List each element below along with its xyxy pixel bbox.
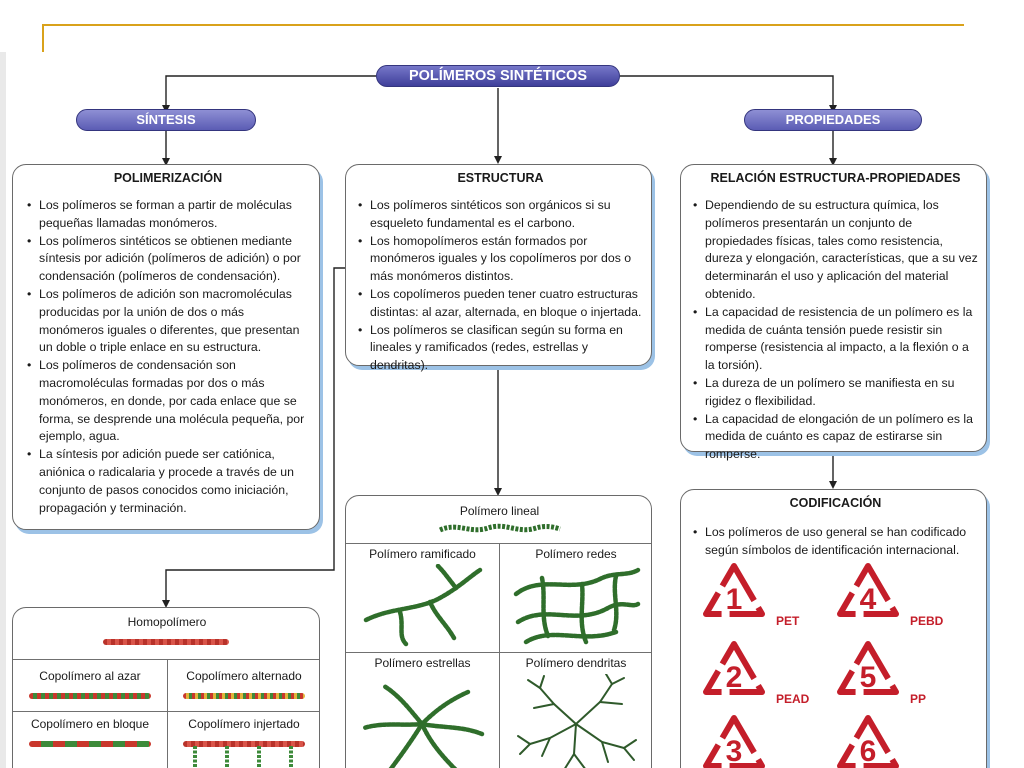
random-copolymer-chain: [29, 693, 151, 699]
list-item: Los polímeros se forman a partir de molé…: [27, 197, 309, 233]
synthesis-pill: SÍNTESIS: [76, 109, 256, 131]
structure-box: ESTRUCTURA Los polímeros sintéticos son …: [345, 164, 652, 372]
branched-polymer-figure: [363, 564, 483, 647]
list-item: Los polímeros sintéticos se obtienen med…: [27, 233, 309, 286]
list-item: La capacidad de resistencia de un políme…: [693, 304, 978, 375]
coding-list: Los polímeros de uso general se han codi…: [693, 524, 978, 560]
recycle-code-2-icon: 2: [703, 641, 765, 695]
homopolymer-label: Homopolímero: [127, 615, 207, 629]
list-item: Los polímeros se clasifican según su for…: [358, 322, 643, 375]
network-polymer-label: Polímero redes: [535, 547, 617, 561]
list-item: La dureza de un polímero se manifiesta e…: [693, 375, 978, 411]
polymerization-list: Los polímeros se forman a partir de molé…: [27, 197, 309, 517]
linear-polymer-figure: [438, 523, 561, 533]
recycle-code-1-icon: 1: [703, 563, 765, 617]
recycle-code-1-label: PET: [776, 614, 800, 628]
recycle-code-3-icon: 3: [703, 715, 765, 768]
dendrite-polymer-label: Polímero dendritas: [525, 656, 627, 670]
polymer-shapes-panel: Polímero lineal Polímero ramificado Polí…: [345, 495, 652, 768]
list-item: Los homopolímeros están formados por mon…: [358, 233, 643, 286]
polymerization-box: POLIMERIZACIÓN Los polímeros se forman a…: [12, 164, 320, 530]
svg-text:3: 3: [726, 735, 743, 768]
properties-pill: PROPIEDADES: [744, 109, 922, 131]
svg-text:4: 4: [860, 583, 877, 616]
structure-heading: ESTRUCTURA: [457, 171, 544, 185]
recycle-code-2-label: PEAD: [776, 692, 810, 706]
decorative-top-rule: [42, 24, 964, 26]
block-copolymer-chain: [29, 741, 151, 747]
recycle-code-4-label: PEBD: [910, 614, 944, 628]
list-item: Dependiendo de su estructura química, lo…: [693, 197, 978, 304]
list-item: Los polímeros sintéticos son orgánicos s…: [358, 197, 643, 233]
linear-polymer-label: Polímero lineal: [459, 504, 540, 518]
branched-polymer-label: Polímero ramificado: [369, 547, 476, 561]
list-item: La síntesis por adición puede ser catión…: [27, 446, 309, 517]
copolymers-panel: Homopolímero Copolímero al azar Copolíme…: [12, 607, 320, 768]
recycle-code-4-icon: 4: [837, 563, 899, 617]
svg-text:6: 6: [860, 735, 877, 768]
polymerization-heading: POLIMERIZACIÓN: [113, 171, 223, 185]
relation-box: RELACIÓN ESTRUCTURA-PROPIEDADES Dependie…: [680, 164, 987, 461]
relation-list: Dependiendo de su estructura química, lo…: [693, 197, 978, 464]
structure-list: Los polímeros sintéticos son orgánicos s…: [358, 197, 643, 375]
list-item: Los polímeros de adición son macromolécu…: [27, 286, 309, 357]
relation-heading: RELACIÓN ESTRUCTURA-PROPIEDADES: [710, 171, 961, 185]
list-item: Los copolímeros pueden tener cuatro estr…: [358, 286, 643, 322]
block-copolymer-label: Copolímero en bloque: [30, 717, 150, 731]
star-polymer-figure: [361, 683, 485, 768]
connector-structure-to-copolymers: [162, 267, 345, 608]
network-polymer-figure: [513, 567, 641, 645]
star-polymer-label: Polímero estrellas: [374, 656, 471, 670]
homopolymer-chain: [103, 639, 229, 645]
decorative-left-rule: [42, 24, 44, 52]
alternating-copolymer-label: Copolímero alternado: [186, 669, 302, 683]
list-item: La capacidad de elongación de un polímer…: [693, 411, 978, 464]
coding-heading: CODIFICACIÓN: [789, 496, 882, 510]
connector-title-to-properties: [620, 75, 837, 113]
recycle-code-6-icon: 6: [837, 715, 899, 768]
connector-title-to-synthesis: [162, 75, 376, 113]
list-item: Los polímeros de uso general se han codi…: [693, 524, 978, 560]
svg-text:1: 1: [726, 583, 743, 616]
svg-text:2: 2: [726, 661, 743, 694]
left-edge-shadow: [0, 52, 6, 768]
list-item: Los polímeros de condensación son macrom…: [27, 357, 309, 446]
svg-text:5: 5: [860, 661, 877, 694]
recycle-code-5-icon: 5: [837, 641, 899, 695]
main-title-pill: POLÍMEROS SINTÉTICOS: [376, 65, 620, 87]
dendrite-polymer-figure: [517, 674, 637, 768]
recycle-code-5-label: PP: [910, 692, 927, 706]
random-copolymer-label: Copolímero al azar: [39, 669, 141, 683]
graft-copolymer-backbone: [183, 741, 305, 747]
graft-copolymer-branches: [193, 746, 293, 768]
graft-copolymer-label: Copolímero injertado: [188, 717, 300, 731]
alternating-copolymer-chain: [183, 693, 305, 699]
